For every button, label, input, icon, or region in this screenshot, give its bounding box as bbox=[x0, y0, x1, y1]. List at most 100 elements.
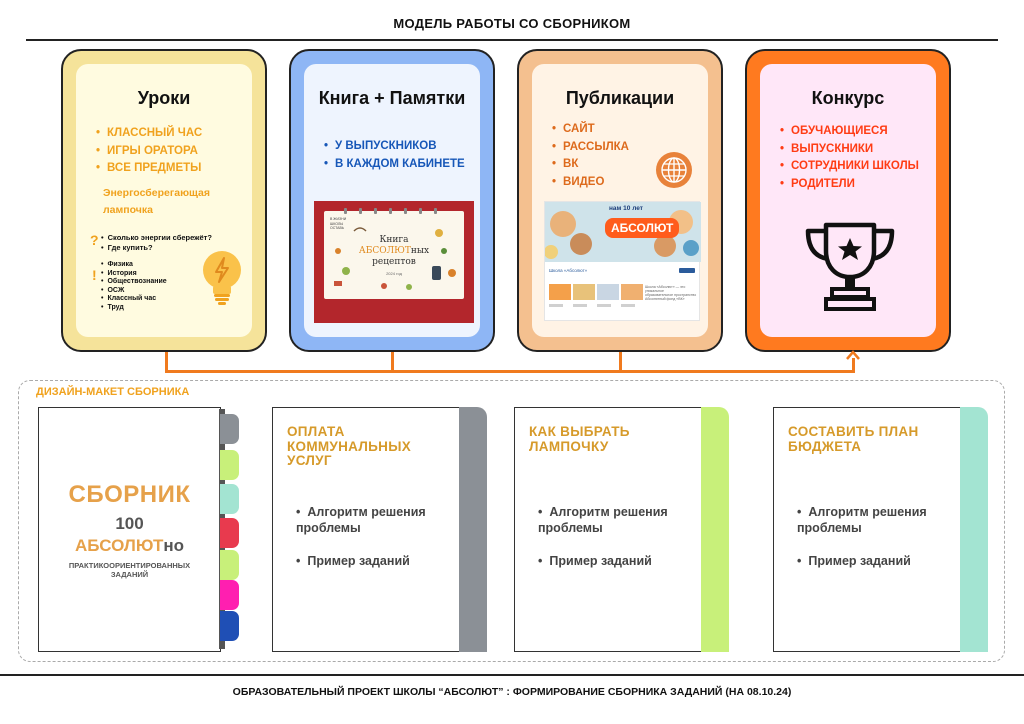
divider-tab bbox=[220, 611, 239, 641]
connector-line bbox=[619, 352, 622, 372]
book-calendar: В ЖИЗНИ ШКОЛЫ ОСТАВЬ Книга АБСОЛЮТных ре… bbox=[324, 208, 464, 299]
divider-tab bbox=[220, 484, 239, 514]
card-contest: Конкурс ОБУЧАЮЩИЕСЯ ВЫПУСКНИКИ СОТРУДНИК… bbox=[745, 49, 951, 352]
divider-tab bbox=[220, 550, 239, 580]
question-mark: ? bbox=[90, 232, 99, 248]
list-item: СОТРУДНИКИ ШКОЛЫ bbox=[780, 158, 919, 176]
list-item: Сколько энергии сбережёт? bbox=[101, 233, 212, 243]
connector-line bbox=[165, 370, 855, 373]
collection-subtitle: ПРАКТИКООРИЕНТИРОВАННЫХ ЗАДАНИЙ bbox=[68, 561, 191, 579]
trophy-icon bbox=[805, 222, 895, 311]
sheet-bullets: Алгоритм решения проблемы Пример заданий bbox=[538, 504, 701, 586]
list-item: КЛАССНЫЙ ЧАС bbox=[96, 125, 202, 143]
vk-page-info: Школа «Абсолют» — это уникальное образов… bbox=[645, 285, 697, 301]
book-illustrations bbox=[334, 227, 456, 290]
book-year: 2024 год bbox=[386, 271, 402, 276]
subjects-list: Физика История Обществознание ОСЖ Классн… bbox=[101, 261, 167, 313]
list-item: История bbox=[101, 270, 167, 279]
list-item: У ВЫПУСКНИКОВ bbox=[324, 138, 465, 156]
list-item: ВЫПУСКНИКИ bbox=[780, 141, 919, 159]
contest-list: ОБУЧАЮЩИЕСЯ ВЫПУСКНИКИ СОТРУДНИКИ ШКОЛЫ … bbox=[780, 123, 919, 193]
binding-ring bbox=[434, 208, 437, 214]
footer-caption: ОБРАЗОВАТЕЛЬНЫЙ ПРОЕКТ ШКОЛЫ “АБСОЛЮТ” :… bbox=[232, 686, 792, 698]
sheet-strip bbox=[459, 407, 487, 652]
list-item: Алгоритм решения проблемы bbox=[797, 504, 960, 536]
binding-ring bbox=[359, 208, 362, 214]
topic-line: Энергосберегающая bbox=[103, 187, 210, 199]
list-item: РАССЫЛКА bbox=[552, 139, 629, 157]
list-item: ОБУЧАЮЩИЕСЯ bbox=[780, 123, 919, 141]
page-title: МОДЕЛЬ РАБОТЫ СО СБОРНИКОМ bbox=[393, 16, 631, 31]
questions-list: Сколько энергии сбережёт? Где купить? bbox=[101, 233, 212, 253]
sheet-bullets: Алгоритм решения проблемы Пример заданий bbox=[296, 504, 459, 586]
topic-line: лампочка bbox=[103, 204, 153, 216]
card-publications-inner: Публикации САЙТ РАССЫЛКА ВК ВИДЕО bbox=[532, 64, 708, 337]
list-item: ВИДЕО bbox=[552, 174, 629, 192]
sheet-title: КАК ВЫБРАТЬ ЛАМПОЧКУ bbox=[529, 424, 630, 454]
list-item: Пример заданий bbox=[797, 553, 960, 569]
sheet-bullets: Алгоритм решения проблемы Пример заданий bbox=[797, 504, 960, 586]
card-lessons-inner: Уроки КЛАССНЫЙ ЧАС ИГРЫ ОРАТОРА ВСЕ ПРЕД… bbox=[76, 64, 252, 337]
sheet-strip bbox=[701, 407, 729, 652]
list-item: Обществознание bbox=[101, 278, 166, 287]
vk-banner: нам 10 лет АБСОЛЮТ bbox=[545, 202, 701, 262]
list-item: В КАЖДОМ КАБИНЕТЕ bbox=[324, 156, 465, 174]
exclamation-mark: ! bbox=[92, 267, 97, 283]
list-item: Пример заданий bbox=[296, 553, 459, 569]
binding-ring bbox=[389, 208, 392, 214]
card-title: Конкурс bbox=[811, 88, 885, 108]
collection-cover: СБОРНИК 100 АБСОЛЮТно ПРАКТИКООРИЕНТИРОВ… bbox=[38, 407, 221, 652]
brand-logo: АБСОЛЮТ bbox=[605, 218, 680, 238]
book-list: У ВЫПУСКНИКОВ В КАЖДОМ КАБИНЕТЕ bbox=[324, 138, 465, 173]
connector-line bbox=[165, 352, 168, 372]
vk-page-name: Школа «Абсолют» bbox=[549, 268, 588, 273]
list-item: Физика bbox=[101, 261, 167, 270]
card-contest-inner: Конкурс ОБУЧАЮЩИЕСЯ ВЫПУСКНИКИ СОТРУДНИК… bbox=[760, 64, 936, 337]
list-item: ВСЕ ПРЕДМЕТЫ bbox=[96, 160, 202, 178]
lessons-list: КЛАССНЫЙ ЧАС ИГРЫ ОРАТОРА ВСЕ ПРЕДМЕТЫ bbox=[96, 125, 202, 178]
design-section-label: ДИЗАЙН-МАКЕТ СБОРНИКА bbox=[34, 386, 192, 398]
card-title: Публикации bbox=[565, 88, 675, 108]
card-title: Книга + Памятки bbox=[318, 88, 466, 108]
publications-list: САЙТ РАССЫЛКА ВК ВИДЕО bbox=[552, 121, 629, 191]
task-sheet-lamp: КАК ВЫБРАТЬ ЛАМПОЧКУ Алгоритм решения пр… bbox=[514, 407, 702, 652]
list-item: ИГРЫ ОРАТОРА bbox=[96, 143, 202, 161]
sheet-strip bbox=[960, 407, 988, 652]
collection-title: СБОРНИК bbox=[68, 481, 191, 508]
book-title-line: АБСОЛЮТных bbox=[358, 246, 430, 256]
design-frame bbox=[18, 380, 1005, 662]
collection-number: 100 bbox=[115, 514, 144, 533]
card-title: Уроки bbox=[137, 88, 191, 108]
sheet-title: ОПЛАТА КОММУНАЛЬНЫХ УСЛУГ bbox=[287, 424, 412, 468]
task-sheet-utilities: ОПЛАТА КОММУНАЛЬНЫХ УСЛУГ Алгоритм решен… bbox=[272, 407, 460, 652]
card-book: Книга + Памятки У ВЫПУСКНИКОВ В КАЖДОМ К… bbox=[289, 49, 495, 352]
binding-ring bbox=[374, 208, 377, 214]
vk-follow-button bbox=[679, 268, 695, 273]
list-item: Классный час bbox=[101, 295, 167, 304]
list-item: Алгоритм решения проблемы bbox=[538, 504, 701, 536]
binding-ring bbox=[344, 208, 347, 214]
task-sheet-budget: СОСТАВИТЬ ПЛАН БЮДЖЕТА Алгоритм решения … bbox=[773, 407, 961, 652]
list-item: Где купить? bbox=[101, 243, 212, 253]
book-title-line: рецептов bbox=[372, 257, 416, 267]
list-item: Труд bbox=[101, 304, 167, 313]
list-item: ВК bbox=[552, 156, 629, 174]
lightbulb-icon bbox=[203, 251, 241, 305]
globe-icon bbox=[656, 152, 692, 188]
list-item: РОДИТЕЛИ bbox=[780, 176, 919, 194]
divider-tab bbox=[220, 414, 239, 444]
connector-line bbox=[852, 358, 855, 372]
collection-brand: АБСОЛЮТно bbox=[74, 536, 184, 555]
list-item: САЙТ bbox=[552, 121, 629, 139]
arrow-up-icon bbox=[846, 350, 860, 360]
sheet-title: СОСТАВИТЬ ПЛАН БЮДЖЕТА bbox=[788, 424, 919, 454]
binding-ring bbox=[419, 208, 422, 214]
card-lessons: Уроки КЛАССНЫЙ ЧАС ИГРЫ ОРАТОРА ВСЕ ПРЕД… bbox=[61, 49, 267, 352]
book-photo: В ЖИЗНИ ШКОЛЫ ОСТАВЬ Книга АБСОЛЮТных ре… bbox=[314, 201, 474, 323]
top-divider bbox=[26, 39, 998, 41]
divider-tab bbox=[220, 580, 239, 610]
list-item: ОСЖ bbox=[101, 287, 167, 296]
connector-line bbox=[391, 352, 394, 372]
divider-tab bbox=[220, 450, 239, 480]
vk-page-screenshot: нам 10 лет АБСОЛЮТ Школа «Абсолют» Школа… bbox=[544, 201, 701, 321]
